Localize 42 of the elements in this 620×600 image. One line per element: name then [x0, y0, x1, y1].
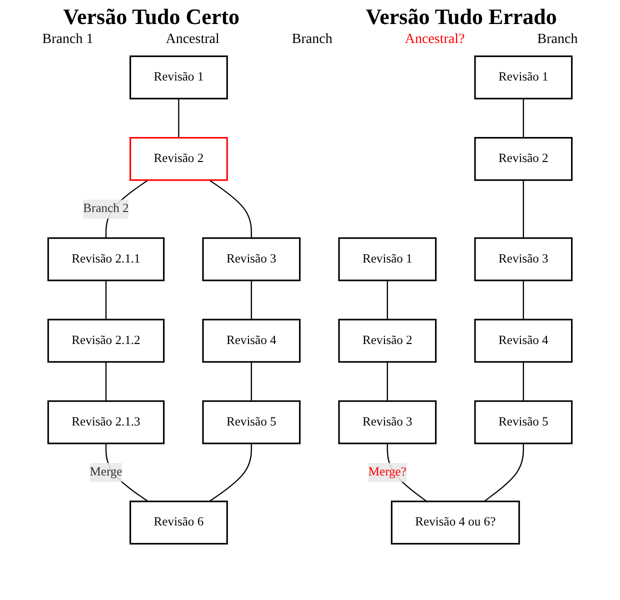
- node-box: Revisão 4: [202, 318, 301, 363]
- note-text: Branch: [537, 32, 578, 48]
- section-heading: Versão Tudo Certo: [63, 4, 240, 30]
- connector: [250, 362, 252, 402]
- node-box: Revisão 3: [474, 237, 573, 282]
- connector: [386, 280, 388, 320]
- edge-label: Merge: [90, 465, 122, 479]
- node-box: Revisão 2: [474, 137, 573, 181]
- node-box: Revisão 2.1.2: [47, 318, 165, 363]
- connector: [105, 280, 107, 320]
- section-heading: Versão Tudo Errado: [366, 4, 557, 30]
- node-box: Revisão 2.1.3: [47, 400, 165, 444]
- node-box: Revisão 3: [338, 400, 437, 444]
- note-text: Ancestral?: [404, 32, 465, 48]
- node-box: Revisão 4 ou 6?: [390, 500, 520, 545]
- note-text: Ancestral: [166, 32, 220, 48]
- node-box: Revisão 2.1.1: [47, 237, 165, 282]
- node-box: Revisão 1: [474, 55, 573, 100]
- edge-label: Merge?: [368, 465, 406, 479]
- connector: [522, 98, 524, 138]
- connector: [209, 443, 252, 502]
- connector: [522, 280, 524, 320]
- connector: [178, 98, 180, 138]
- connector: [484, 443, 524, 502]
- connector: [105, 362, 107, 402]
- node-box: Revisão 3: [202, 237, 301, 282]
- node-box: Revisão 4: [474, 318, 573, 363]
- node-box: Revisão 2: [338, 318, 437, 363]
- connector: [209, 180, 252, 238]
- connector: [386, 362, 388, 402]
- connector: [250, 280, 252, 320]
- node-box: Revisão 1: [130, 55, 228, 100]
- node-box: Revisão 5: [474, 400, 573, 444]
- note-text: Branch: [292, 32, 332, 48]
- connector: [522, 180, 524, 238]
- edge-label: Branch 2: [83, 202, 129, 216]
- node-box: Revisão 1: [338, 237, 437, 282]
- node-box: Revisão 5: [202, 400, 301, 444]
- note-text: Branch 1: [42, 32, 94, 48]
- node-box: Revisão 6: [130, 500, 228, 545]
- node-box: Revisão 2: [130, 137, 228, 181]
- connector: [522, 362, 524, 402]
